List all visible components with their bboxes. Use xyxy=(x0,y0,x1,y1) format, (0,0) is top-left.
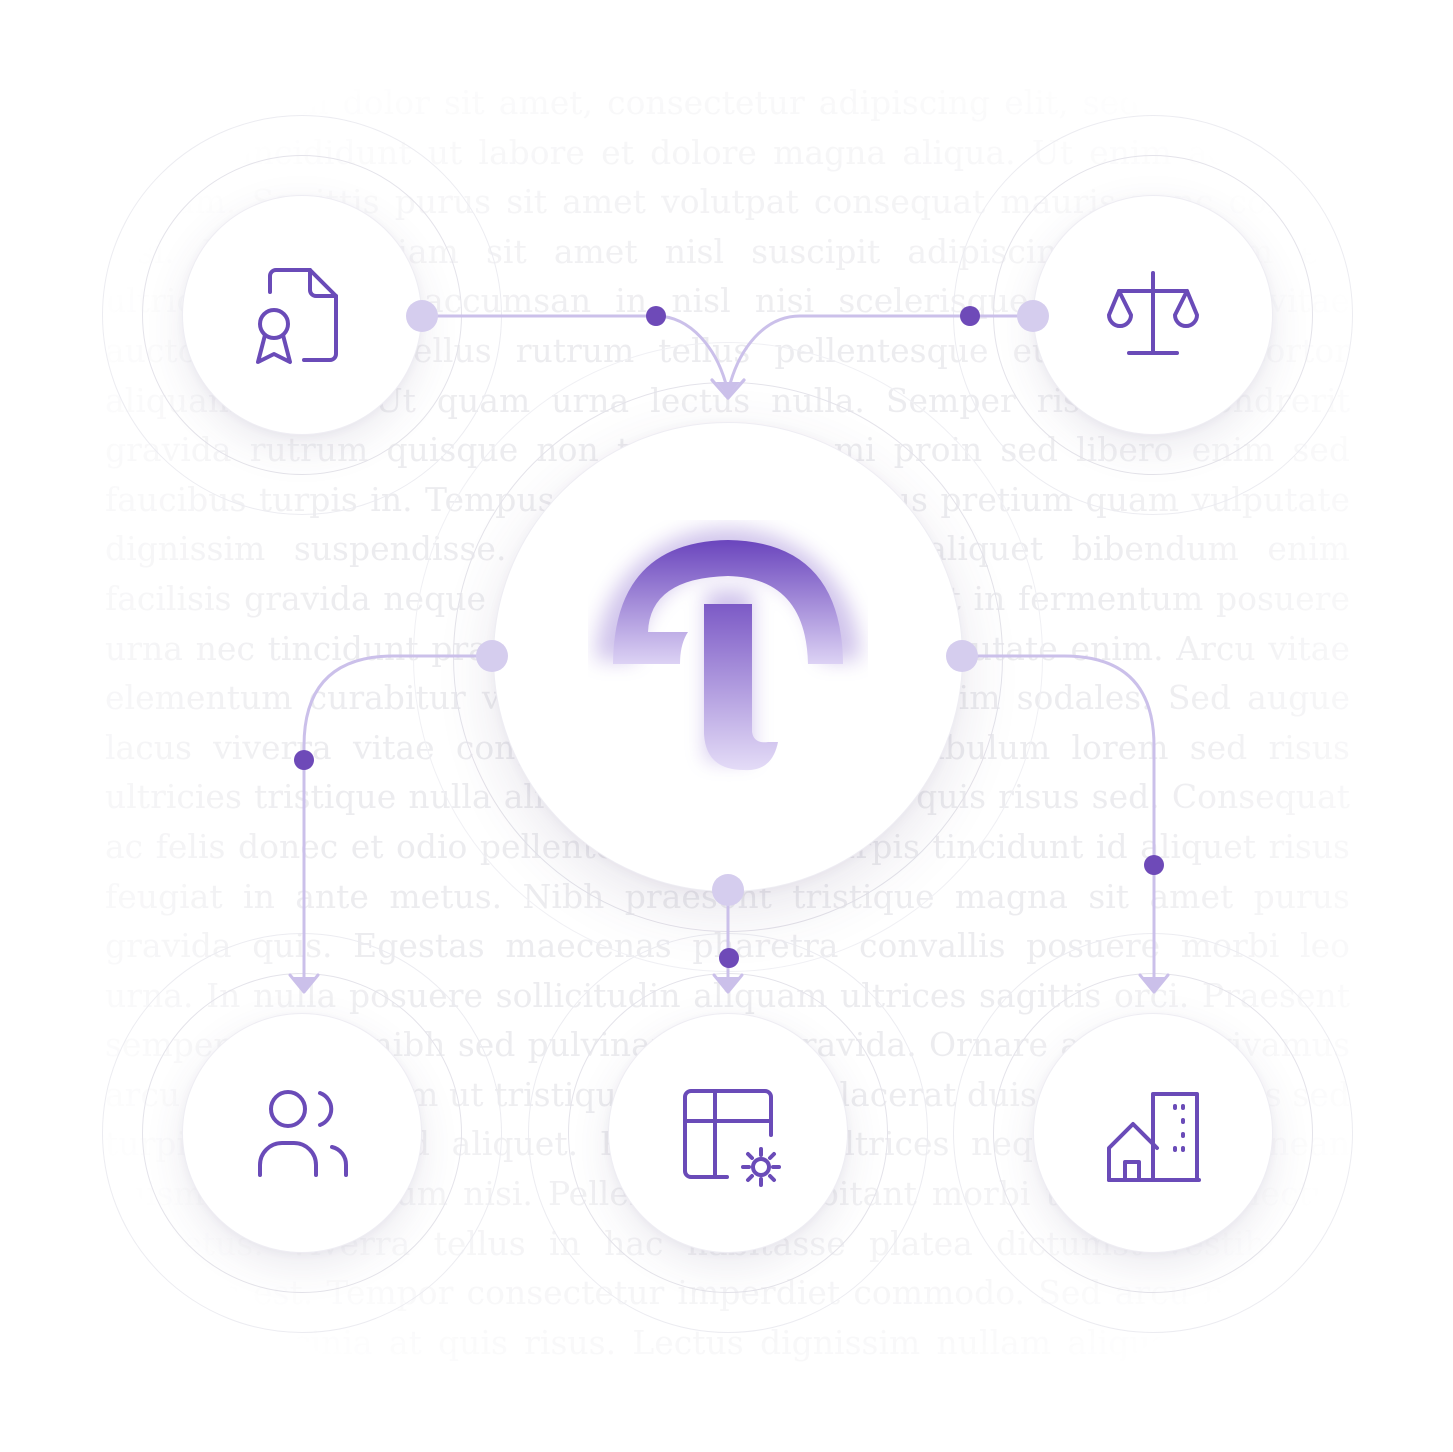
arrowhead-fill-hub xyxy=(716,382,740,396)
flow-dot xyxy=(1144,855,1164,875)
arrowhead-bottom-right xyxy=(1138,973,1170,994)
arrowhead-fill-bottom-right xyxy=(1143,977,1165,990)
arrowhead-bottom-center xyxy=(712,973,744,994)
connector-top-left-to-hub xyxy=(420,314,730,394)
connector-hub-to-bottom-left xyxy=(302,654,494,992)
connector-hub-to-bottom-right xyxy=(960,654,1156,992)
node-disc xyxy=(1033,1013,1273,1253)
node-disc xyxy=(182,1013,422,1253)
certificate-document-icon xyxy=(256,268,338,364)
arrowhead-fill-bottom-left xyxy=(293,977,315,990)
table-settings-icon xyxy=(683,1089,781,1187)
arrowhead-bottom-left xyxy=(288,973,320,994)
brand-logo xyxy=(596,528,860,771)
flow-dot xyxy=(646,306,666,326)
arrowhead-hub xyxy=(710,378,746,400)
buildings-icon xyxy=(1107,1092,1201,1182)
port-dot xyxy=(476,640,508,672)
scale-balance-icon xyxy=(1107,271,1199,355)
port-dot xyxy=(1017,300,1049,332)
port-dot xyxy=(406,300,438,332)
node-outer-ring xyxy=(102,933,502,1333)
flow-dot xyxy=(719,948,739,968)
port-dot xyxy=(712,874,744,906)
flow-dot xyxy=(960,306,980,326)
arrowhead-fill-bottom-center xyxy=(717,977,739,990)
users-icon xyxy=(258,1090,349,1177)
connector-top-right-to-hub xyxy=(726,314,1035,394)
node-disc xyxy=(608,1013,848,1253)
flow-dot xyxy=(294,750,314,770)
node-inner-ring xyxy=(142,973,462,1293)
node-disc xyxy=(182,195,422,435)
port-dot xyxy=(946,640,978,672)
